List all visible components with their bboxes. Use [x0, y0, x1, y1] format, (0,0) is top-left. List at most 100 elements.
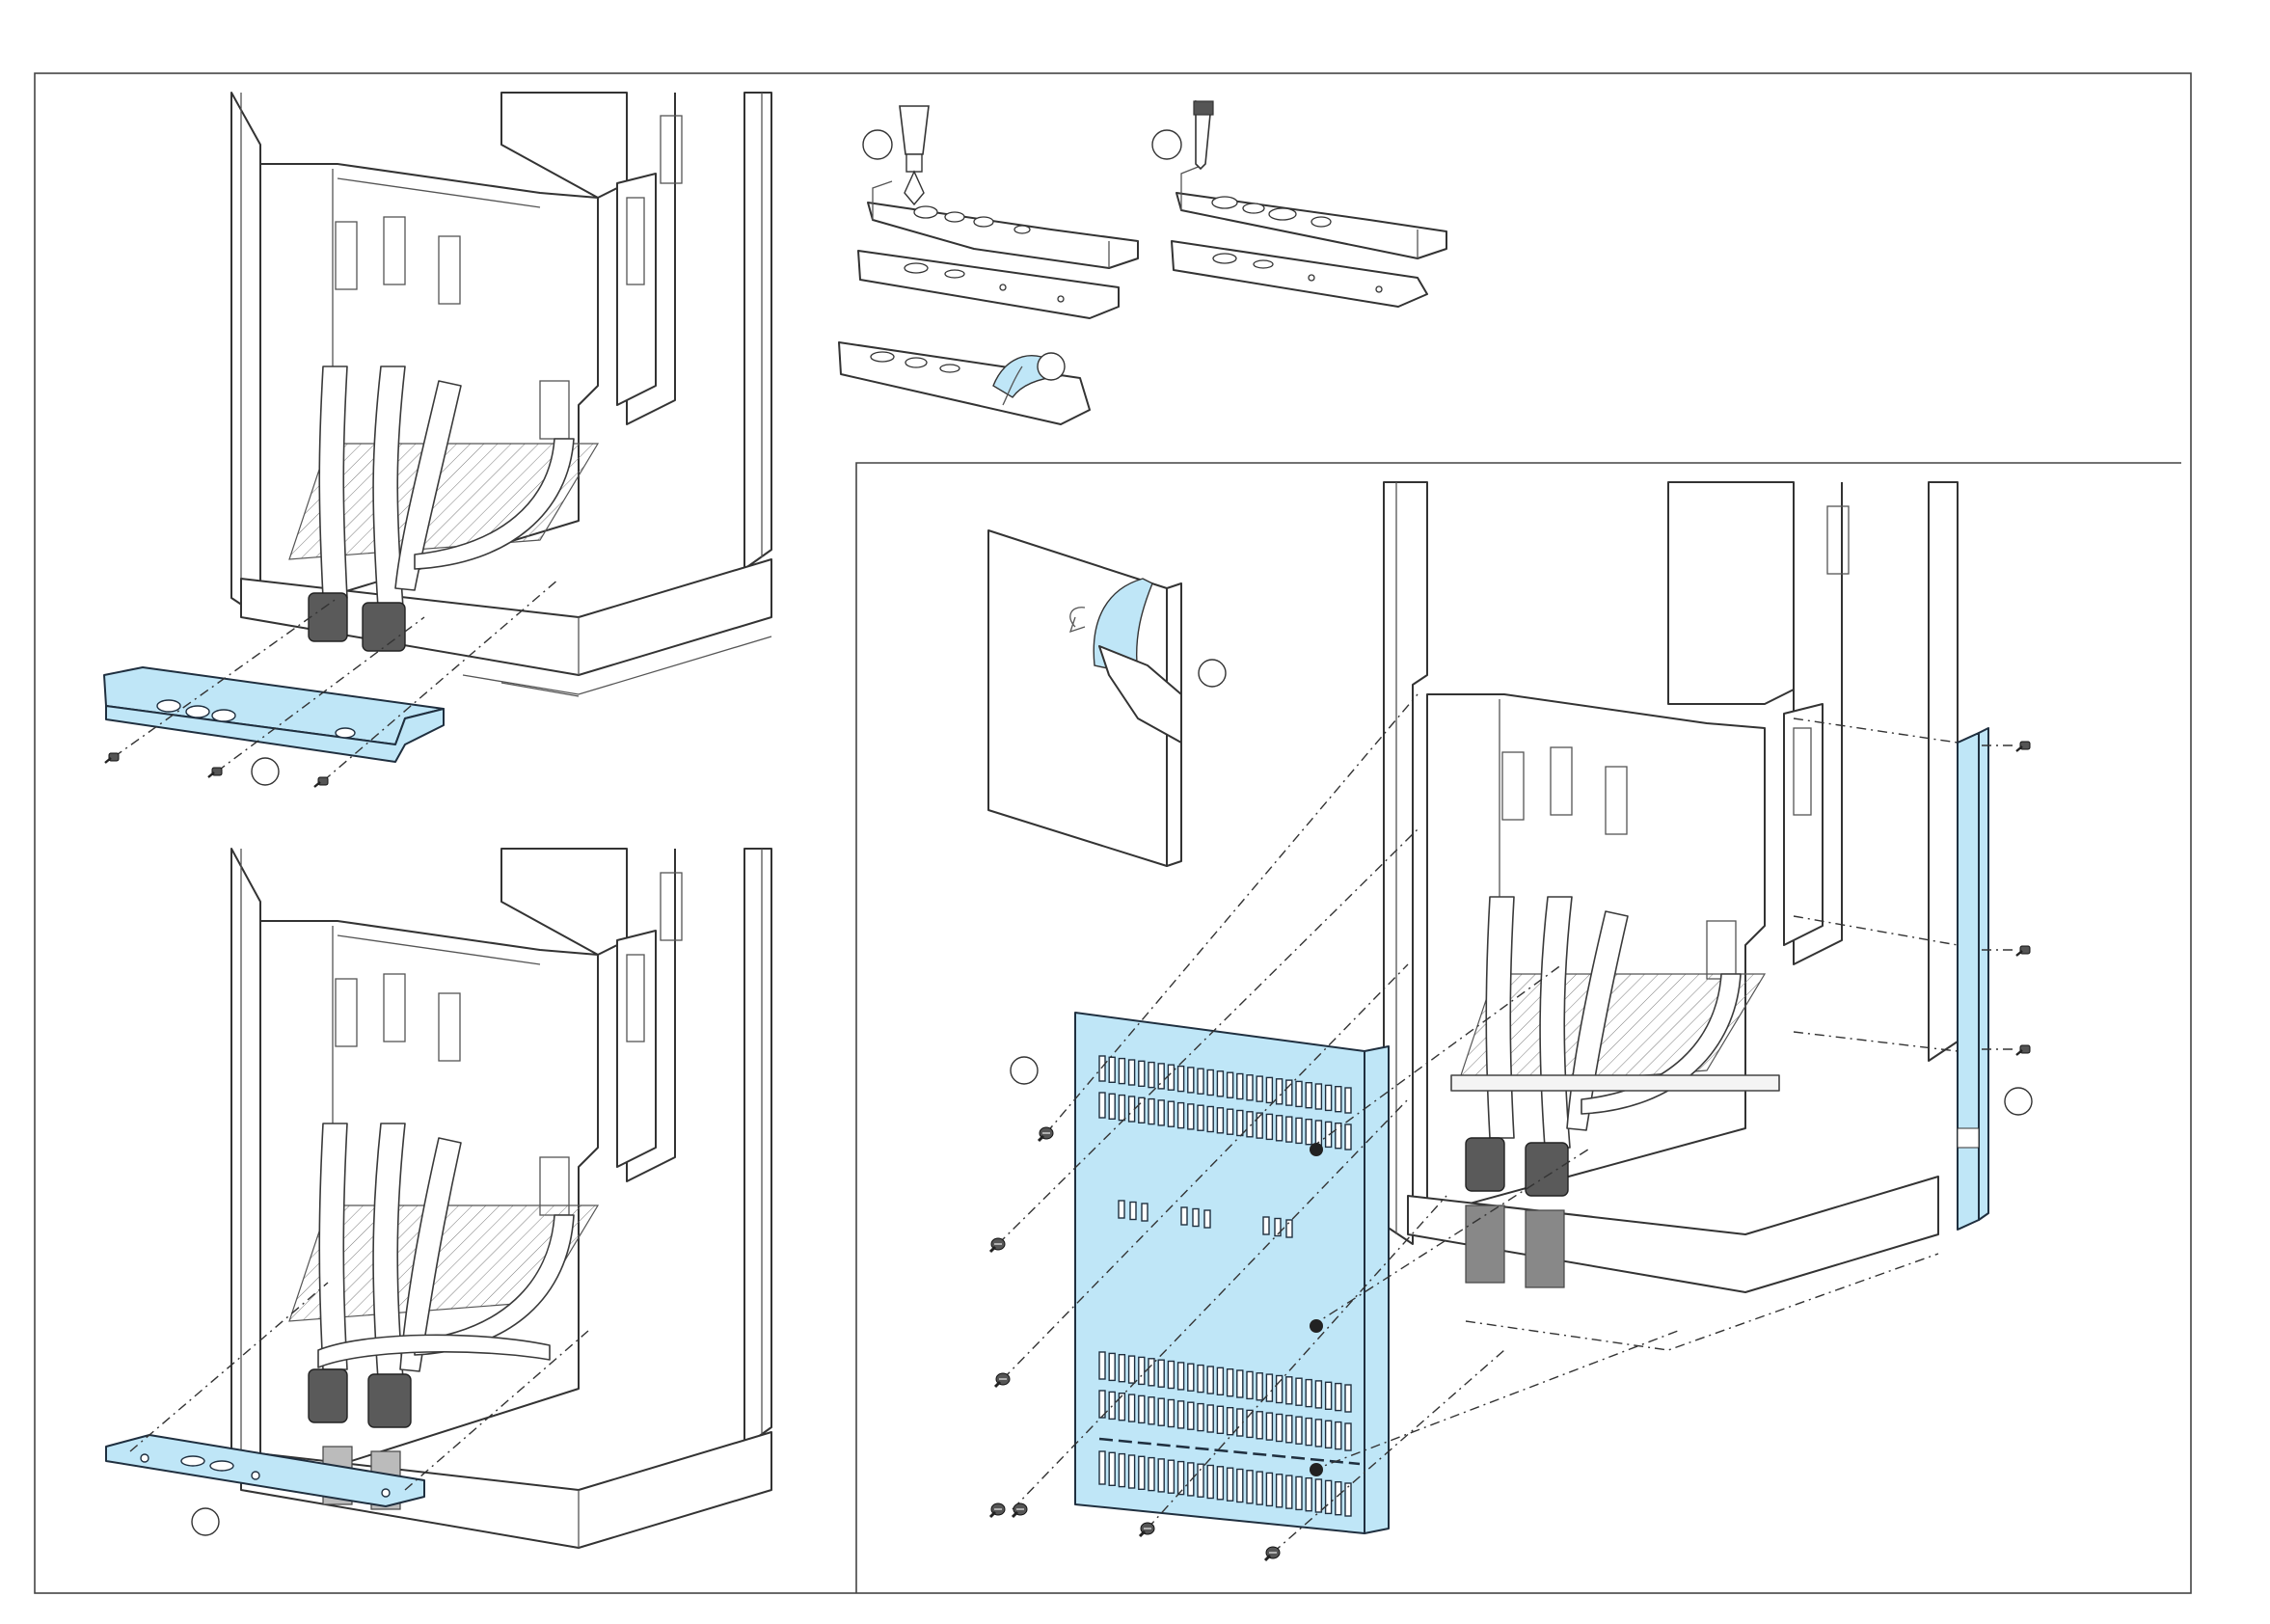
vent-slot [1345, 1088, 1351, 1113]
vent-slot [1207, 1367, 1213, 1394]
vent-slot [1257, 1472, 1262, 1504]
vent-slot [1228, 1109, 1233, 1134]
vent-slot [1099, 1451, 1105, 1484]
vent-slot [1296, 1118, 1302, 1143]
vent-slot [1277, 1116, 1283, 1141]
step-drill [839, 106, 1138, 424]
vent-slot [1129, 1060, 1135, 1085]
callout-marker [1011, 1057, 1038, 1084]
callout-marker [192, 1508, 219, 1535]
vent-slot [1326, 1085, 1332, 1110]
vent-slot [1193, 1209, 1199, 1227]
vent-slot [1149, 1099, 1154, 1124]
screw-icon [208, 768, 222, 777]
vent-slot [1345, 1483, 1351, 1516]
vent-slot [1306, 1419, 1311, 1446]
screw-icon [990, 1503, 1005, 1517]
vent-slot [1158, 1064, 1164, 1089]
vent-slot [1315, 1084, 1321, 1109]
vent-slot [1129, 1394, 1135, 1421]
vent-slot [1139, 1097, 1145, 1123]
vent-slot [1286, 1117, 1292, 1142]
vent-slot [1129, 1356, 1135, 1383]
vent-slot [1158, 1360, 1164, 1387]
vent-slot [1119, 1355, 1124, 1382]
vent-slot [1306, 1478, 1311, 1511]
screw-icon [2016, 946, 2030, 956]
vent-slot [1345, 1124, 1351, 1150]
screw-icon [314, 777, 328, 787]
screw-icon [2016, 1045, 2030, 1055]
vent-slot [1277, 1475, 1283, 1507]
vent-slot [1188, 1104, 1194, 1129]
vent-slot [1099, 1352, 1105, 1379]
vent-slot [1228, 1369, 1233, 1396]
vent-slot [1296, 1378, 1302, 1405]
vent-slot [1286, 1475, 1292, 1508]
vent-slot [1336, 1123, 1341, 1149]
vent-slot [1109, 1392, 1115, 1419]
vent-slot [1306, 1120, 1311, 1145]
vent-slot [1296, 1417, 1302, 1444]
vent-slot [1247, 1075, 1253, 1100]
vent-slot [1326, 1382, 1332, 1409]
vent-slot [1296, 1081, 1302, 1106]
screw-icon [995, 1373, 1010, 1387]
vent-slot [1296, 1476, 1302, 1509]
vent-slot [1198, 1069, 1203, 1094]
vent-slot [1130, 1203, 1136, 1220]
vent-slot [1247, 1371, 1253, 1398]
vent-slot [1266, 1114, 1272, 1139]
vent-slot [1228, 1408, 1233, 1435]
vent-slot [1326, 1480, 1332, 1513]
callout-marker [1199, 660, 1226, 687]
vent-slot [1158, 1398, 1164, 1425]
vent-slot [1198, 1366, 1203, 1393]
vent-slot [1266, 1473, 1272, 1505]
vent-slot [1306, 1380, 1311, 1407]
lower-left-cabinet [231, 849, 771, 1548]
vent-slot [1336, 1384, 1341, 1411]
vent-slot [1336, 1422, 1341, 1449]
callout-marker [2005, 1088, 2032, 1115]
vent-slot [1247, 1471, 1253, 1503]
screw-icon [105, 753, 119, 763]
vent-slot [1139, 1357, 1145, 1384]
vent-slot [1168, 1065, 1174, 1090]
vent-slot [1228, 1072, 1233, 1097]
vent-slot [1109, 1452, 1115, 1485]
vent-slot [1204, 1210, 1210, 1228]
vent-slot [1237, 1370, 1243, 1397]
vent-slot [1158, 1100, 1164, 1125]
vent-slot [1263, 1217, 1269, 1234]
vent-slot [1119, 1059, 1124, 1084]
screw-icon [990, 1238, 1005, 1252]
vent-slot [1315, 1420, 1321, 1447]
vent-slot [1306, 1083, 1311, 1108]
vent-slot [1168, 1362, 1174, 1389]
vent-slot [1315, 1479, 1321, 1512]
vent-slot [1109, 1057, 1115, 1082]
vent-slot [1257, 1412, 1262, 1439]
vent-slot [1198, 1404, 1203, 1431]
vent-slot [1257, 1076, 1262, 1101]
vent-slot [1119, 1201, 1124, 1218]
lower-right-cabinet [1384, 482, 1958, 1292]
callout-marker [1152, 130, 1181, 159]
vent-slot [1181, 1207, 1187, 1225]
vent-slot [1237, 1111, 1243, 1136]
vent-slot [1217, 1367, 1223, 1394]
vent-slot [1149, 1397, 1154, 1424]
vent-slot [1178, 1401, 1184, 1428]
vent-slot [1178, 1462, 1184, 1495]
callout-marker [863, 130, 892, 159]
vent-slot [1217, 1406, 1223, 1433]
vent-slot [1237, 1074, 1243, 1099]
vent-slot [1217, 1467, 1223, 1500]
vent-slot [1188, 1463, 1194, 1496]
vent-slot [1266, 1413, 1272, 1440]
upper-left-gland-plate [104, 667, 444, 762]
vent-slot [1099, 1093, 1105, 1118]
vent-slot [1286, 1377, 1292, 1404]
vent-slot [1188, 1402, 1194, 1429]
